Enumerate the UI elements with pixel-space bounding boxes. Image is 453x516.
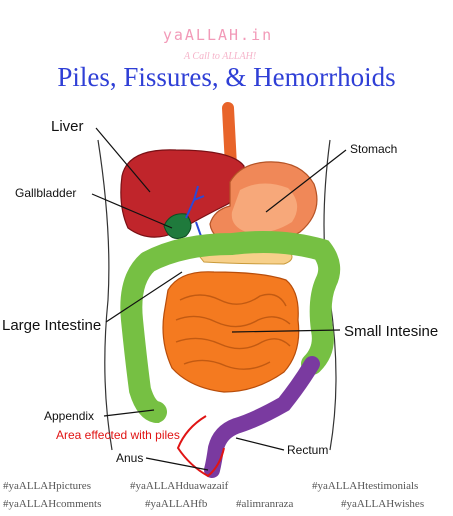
page-title: Piles, Fissures, & Hemorrhoids [57, 62, 396, 92]
liver-leader [95, 127, 151, 193]
hashtag-pictures[interactable]: #yaALLAHpictures [3, 480, 91, 492]
stomach-inner [231, 183, 298, 233]
hashtag-wishes[interactable]: #yaALLAHwishes [341, 498, 425, 510]
gallbladder-shape [163, 213, 192, 239]
hashtag-fb[interactable]: #yaALLAHfb [145, 498, 208, 510]
hashtag-alimranraza[interactable]: #alimranraza [236, 498, 294, 510]
label-anus: Anus [116, 451, 144, 465]
label-liver: Liver [51, 118, 84, 135]
bile-ducts [185, 185, 219, 263]
appendix-leader [103, 409, 155, 417]
label-appendix: Appendix [44, 409, 95, 423]
label-small-intestine: Small Intesine [344, 323, 439, 340]
hashtag-duawazaif[interactable]: #yaALLAHduawazaif [130, 480, 229, 492]
gallbladder-leader [91, 193, 173, 229]
rectum-shape [204, 356, 320, 478]
hashtag-testimonials[interactable]: #yaALLAHtestimonials [312, 480, 419, 492]
site-logo: yaALLAH.in [162, 26, 274, 44]
label-affected-area: Area effected with piles [56, 428, 180, 442]
large-intestine-leader [105, 271, 183, 323]
hashtag-comments[interactable]: #yaALLAHcomments [3, 498, 102, 510]
small-intestine-coils [175, 293, 291, 370]
stomach-leader [265, 149, 347, 213]
label-stomach: Stomach [350, 142, 398, 156]
label-gallbladder: Gallbladder [15, 186, 77, 200]
anus-leader [145, 457, 209, 471]
piles-area-marker [176, 415, 225, 478]
rectum-leader [235, 437, 285, 451]
label-rectum: Rectum [287, 443, 329, 457]
body-outline [97, 139, 113, 451]
liver-shape [120, 149, 245, 238]
label-large-intestine: Large Intestine [2, 317, 102, 334]
small-intestine-shape [162, 271, 300, 393]
appendix-shape [149, 401, 161, 423]
small-intestine-leader [231, 329, 341, 333]
site-tagline: A Call to ALLAH! [184, 51, 257, 62]
